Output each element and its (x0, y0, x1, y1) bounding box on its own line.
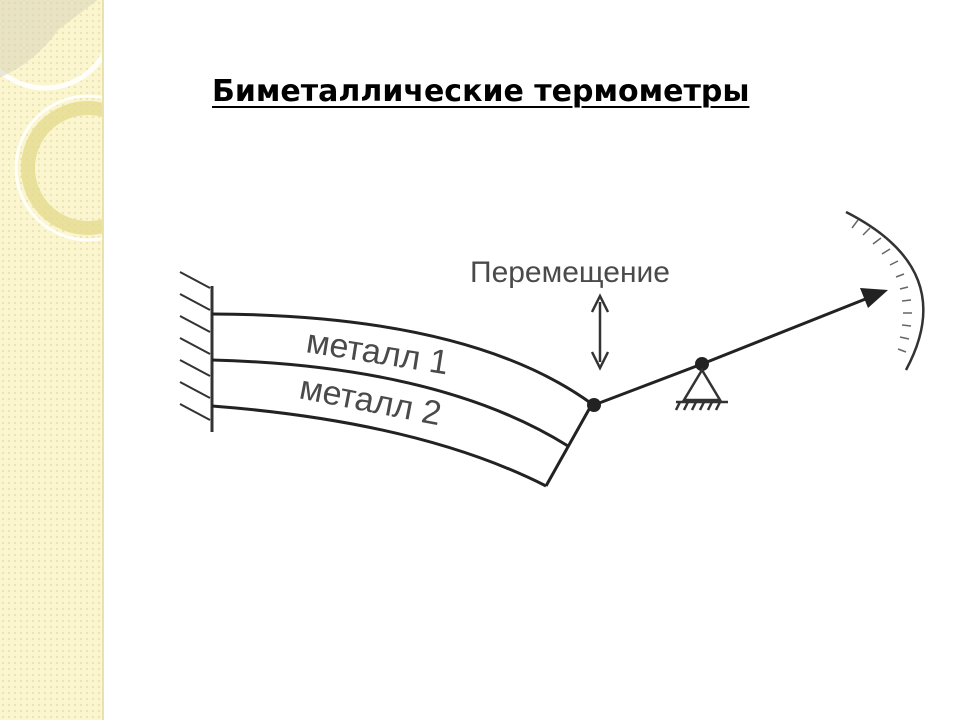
strip-top-edge (211, 312, 593, 406)
decorative-sidebar (0, 0, 104, 720)
wall-mount (179, 271, 214, 432)
displacement-double-arrow (590, 293, 610, 371)
lever (587, 288, 888, 412)
strip-joint (587, 398, 601, 412)
strip-free-end (544, 403, 594, 487)
pivot-joint (695, 357, 709, 371)
pivot-support (674, 367, 728, 411)
strip-bottom-edge (211, 404, 547, 488)
pointer-arrow-head (860, 288, 888, 308)
bimetal-strip (211, 312, 594, 488)
scale-dial (845, 210, 925, 371)
sidebar-circles-decoration (0, 0, 102, 242)
slide-title: Биметаллические термометры (212, 74, 750, 109)
displacement-label: Перемещение (470, 256, 670, 289)
strip-middle-edge (211, 358, 569, 448)
